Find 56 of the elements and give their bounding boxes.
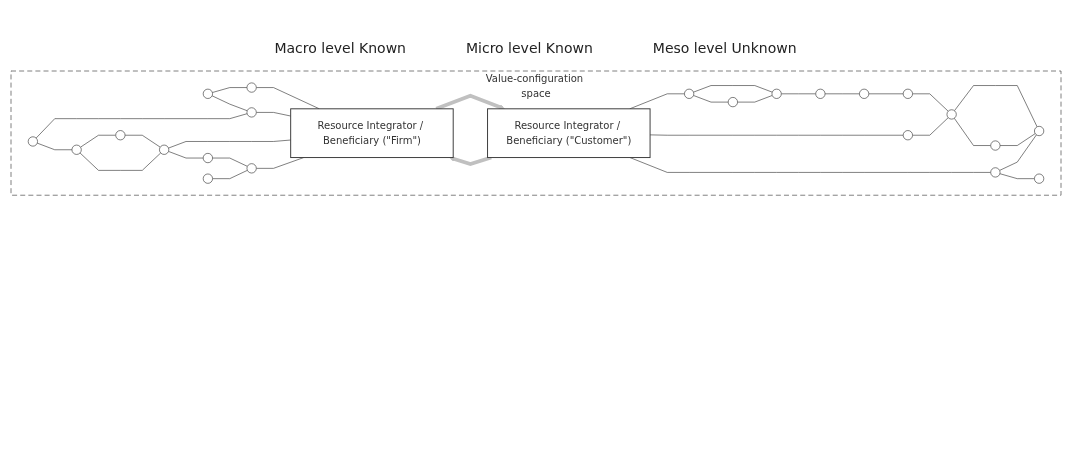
node-circle (158, 144, 169, 155)
connector (79, 134, 116, 148)
arrow (448, 155, 492, 167)
node-circle (246, 163, 257, 174)
node-circle (683, 88, 694, 99)
connector (824, 93, 860, 95)
node-circle (814, 88, 825, 99)
connector (780, 93, 816, 95)
node-circle (858, 88, 869, 99)
connector (79, 152, 161, 171)
node-circle (902, 88, 913, 99)
node-circle (989, 167, 1000, 178)
node-circle (946, 109, 957, 120)
node-circle (902, 130, 913, 141)
connector (649, 134, 903, 136)
connector (211, 170, 248, 179)
connector (36, 142, 72, 151)
node-circle (1033, 173, 1044, 184)
connector (736, 95, 773, 103)
node-circle (246, 107, 257, 118)
node-circle (202, 88, 213, 99)
connector (868, 93, 903, 95)
node-circle (202, 173, 213, 184)
connector (255, 112, 291, 117)
level-note: Macro level Known (274, 40, 406, 56)
node-box: Resource Integrator / Beneficiary ("Firm") (289, 108, 454, 159)
node-circle (71, 144, 82, 155)
node-circle (771, 88, 782, 99)
connector (692, 95, 728, 103)
node-circle (989, 140, 1000, 151)
connector (167, 139, 291, 149)
level-note: Meso level Unknown (652, 40, 797, 56)
node-circle (727, 97, 738, 108)
node-circle (114, 130, 125, 141)
connector (211, 157, 248, 167)
connector (35, 113, 247, 139)
node-box: Resource Integrator / Beneficiary ("Customer") (486, 108, 651, 159)
connector (629, 157, 991, 173)
connector (998, 134, 1037, 171)
connector (211, 95, 248, 112)
connector (255, 157, 304, 169)
connector (999, 133, 1036, 146)
connector (124, 134, 161, 148)
connector (692, 85, 773, 93)
connector (999, 173, 1035, 179)
connector (911, 93, 949, 112)
connector (167, 151, 203, 159)
connector (953, 85, 1037, 128)
connector (211, 87, 247, 93)
node-circle (27, 136, 38, 147)
node-circle (202, 153, 213, 164)
node-circle (246, 82, 257, 93)
level-note: Micro level Known (465, 40, 593, 56)
node-circle (1033, 126, 1044, 136)
connector (911, 117, 949, 136)
connector (953, 117, 991, 146)
